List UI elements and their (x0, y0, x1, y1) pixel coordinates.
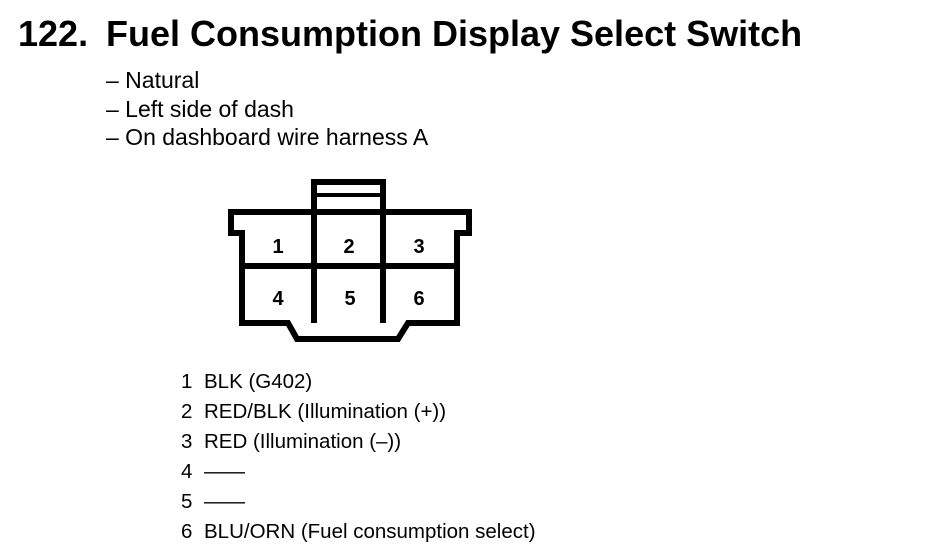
connector-notes: – Natural – Left side of dash – On dashb… (106, 66, 428, 152)
section-title: Fuel Consumption Display Select Switch (106, 13, 803, 54)
pinout-wire: BLK (G402) (204, 370, 313, 393)
note-harness: – On dashboard wire harness A (106, 124, 429, 150)
pinout-pin: 3 (181, 430, 193, 453)
pinout-wire: —— (204, 460, 245, 483)
note-color: – Natural (106, 67, 200, 93)
pin-label-1: 1 (272, 236, 283, 258)
pinout-row: 1 BLK (G402) (181, 367, 536, 397)
pinout-pin: 4 (181, 460, 193, 483)
pinout-pin: 6 (181, 520, 193, 543)
pinout-wire: —— (204, 490, 245, 513)
pin-label-6: 6 (413, 288, 424, 310)
pinout-wire: BLU/ORN (Fuel consumption select) (204, 520, 536, 543)
pinout-pin: 5 (181, 490, 193, 513)
note-location: – Left side of dash (106, 95, 294, 122)
page-title: 122. Fuel Consumption Display Select Swit… (18, 12, 802, 56)
pinout-row: 2 RED/BLK (Illumination (+)) (181, 397, 536, 427)
pinout-row: 5 —— (181, 487, 536, 517)
pinout-pin: 1 (181, 370, 193, 393)
pin-label-3: 3 (413, 236, 424, 258)
pin-label-5: 5 (344, 288, 355, 310)
pinout-row: 6 BLU/ORN (Fuel consumption select) (181, 517, 536, 547)
pinout-row: 4 —— (181, 457, 536, 487)
pin-label-2: 2 (343, 236, 354, 258)
pinout-wire: RED/BLK (Illumination (+)) (204, 400, 447, 423)
pinout-pin: 2 (181, 400, 193, 423)
connector-outline (228, 209, 472, 342)
pin-label-4: 4 (272, 288, 284, 310)
pinout-row: 3 RED (Illumination (–)) (181, 427, 536, 457)
section-number: 122. (18, 13, 89, 54)
pinout-wire: RED (Illumination (–)) (204, 430, 402, 453)
